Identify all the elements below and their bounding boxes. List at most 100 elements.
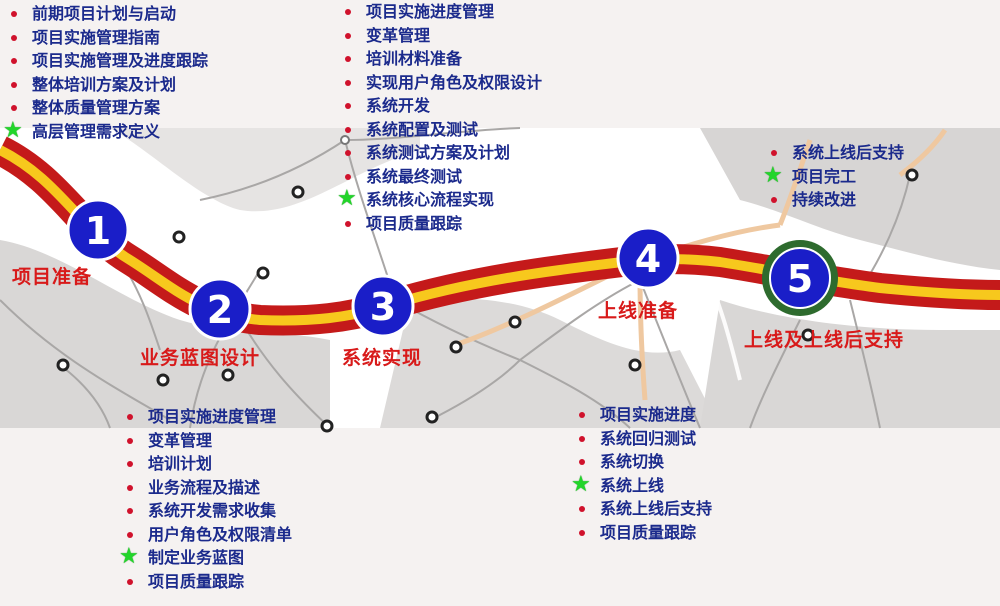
bullet-icon xyxy=(345,173,351,180)
list-item-text: 项目实施管理指南 xyxy=(32,27,161,47)
list-item-text: 项目实施进度管理 xyxy=(148,407,277,426)
list-item: 业务流程及描述 xyxy=(122,476,292,500)
list-item-text: 系统切换 xyxy=(600,452,665,471)
bullet-icon xyxy=(127,578,133,585)
list-item-text: 系统最终测试 xyxy=(366,166,463,186)
phase1-activity-list: 前期项目计划与启动项目实施管理指南项目实施管理及进度跟踪整体培训方案及计划整体质… xyxy=(3,2,208,144)
list-item: 整体质量管理方案 xyxy=(6,96,208,120)
list-item-text: 变革管理 xyxy=(366,25,431,45)
phase-badge-5: 5 xyxy=(762,240,838,316)
phase5-activity-list: 系统上线后支持 ★ 项目完工持续改进 xyxy=(763,141,904,212)
list-item-text: 高层管理需求定义 xyxy=(32,121,161,141)
star-icon: ★ xyxy=(571,471,591,497)
list-item: 系统开发需求收集 xyxy=(122,499,292,523)
list-item: 培训材料准备 xyxy=(340,47,542,71)
bullet-icon xyxy=(11,105,17,111)
phase3-activity-list: 项目实施进度管理变革管理培训材料准备实现用户角色及权限设计系统开发系统配置及测试… xyxy=(337,0,543,236)
phase-label-4: 上线准备 xyxy=(598,300,679,322)
phase-label-3: 系统实现 xyxy=(342,347,423,369)
list-item: 项目质量跟踪 xyxy=(340,212,542,236)
list-item: 项目实施管理指南 xyxy=(6,26,208,50)
phase4-activity-list: 项目实施进度系统回归测试系统切换 ★ 系统上线系统上线后支持项目质量跟踪 xyxy=(571,403,712,545)
list-item-text: 项目质量跟踪 xyxy=(148,571,245,591)
list-item-text: 整体质量管理方案 xyxy=(32,98,161,117)
bullet-icon xyxy=(345,150,351,156)
list-item: ★ 系统上线 xyxy=(571,471,712,498)
star-icon: ★ xyxy=(763,162,783,188)
bullet-icon xyxy=(127,484,133,491)
bullet-icon xyxy=(579,412,585,418)
bullet-icon xyxy=(11,11,17,17)
list-item: 项目实施进度管理 xyxy=(122,405,292,429)
list-item: 系统回归测试 xyxy=(574,427,712,451)
bullet-icon xyxy=(345,9,351,15)
list-item-text: 变革管理 xyxy=(148,430,213,450)
list-item: 系统上线后支持 xyxy=(574,497,712,521)
star-icon: ★ xyxy=(337,186,357,211)
list-item: 系统测试方案及计划 xyxy=(340,141,542,165)
list-item-text: 项目实施进度管理 xyxy=(366,2,495,21)
list-item-text: 实现用户角色及权限设计 xyxy=(366,72,543,92)
list-item: 系统切换 xyxy=(574,450,712,474)
list-item-text: 系统核心流程实现 xyxy=(366,190,495,209)
bullet-icon xyxy=(345,126,351,133)
phase-badge-1: 1 xyxy=(66,198,130,262)
bullet-icon xyxy=(345,79,351,86)
list-item: 项目质量跟踪 xyxy=(574,521,712,545)
list-item-text: 系统开发需求收集 xyxy=(148,501,277,520)
bullet-icon xyxy=(127,414,133,420)
bullet-icon xyxy=(11,81,17,88)
list-item-text: 系统上线后支持 xyxy=(600,499,713,518)
list-item-text: 项目实施进度 xyxy=(600,405,697,424)
bullet-icon xyxy=(579,529,585,536)
list-item-text: 培训材料准备 xyxy=(366,49,463,68)
phase-number-3: 3 xyxy=(370,285,396,329)
list-item-text: 项目完工 xyxy=(792,166,857,186)
list-item: 项目实施进度 xyxy=(574,403,712,427)
list-item-text: 系统配置及测试 xyxy=(366,119,479,139)
bullet-icon xyxy=(771,150,777,156)
list-item: ★制定业务蓝图 xyxy=(119,544,292,570)
bullet-icon xyxy=(345,220,351,227)
junction-dots xyxy=(56,168,919,433)
bullet-icon xyxy=(579,435,585,442)
list-item-text: 持续改进 xyxy=(792,190,857,209)
bullet-icon xyxy=(11,58,17,64)
list-item: 系统上线后支持 xyxy=(766,141,904,165)
phase-label-1: 项目准备 xyxy=(12,266,93,288)
bullet-icon xyxy=(579,506,585,512)
list-item-text: 系统开发 xyxy=(366,96,431,115)
list-item: 项目实施管理及进度跟踪 xyxy=(6,49,208,73)
phase-badge-2: 2 xyxy=(188,277,252,341)
list-item: 用户角色及权限清单 xyxy=(122,523,292,547)
list-item-text: 系统测试方案及计划 xyxy=(366,143,511,162)
list-item: ★高层管理需求定义 xyxy=(3,118,208,144)
bullet-icon xyxy=(345,56,351,62)
phase-badge-3: 3 xyxy=(351,274,415,338)
list-item-text: 系统上线后支持 xyxy=(792,143,905,162)
list-item: 项目质量跟踪 xyxy=(122,570,292,594)
bullet-icon xyxy=(771,197,777,203)
bullet-icon xyxy=(345,103,351,109)
phase-label-2: 业务蓝图设计 xyxy=(140,347,261,369)
bullet-icon xyxy=(127,437,133,444)
list-item-text: 系统上线 xyxy=(600,475,665,495)
list-item-text: 用户角色及权限清单 xyxy=(148,524,293,544)
phase-number-2: 2 xyxy=(207,288,233,332)
map-terrain xyxy=(0,128,1000,428)
list-item-text: 项目质量跟踪 xyxy=(366,213,463,233)
phase-badge-4: 4 xyxy=(616,226,680,290)
phase-number-5: 5 xyxy=(787,257,813,301)
bullet-icon xyxy=(345,32,351,39)
list-item: ★ 项目完工 xyxy=(763,162,904,189)
list-item: 前期项目计划与启动 xyxy=(6,2,208,26)
list-item-text: 前期项目计划与启动 xyxy=(32,4,177,23)
list-item: 持续改进 xyxy=(766,188,904,212)
list-item: 系统最终测试 xyxy=(340,165,542,189)
bullet-icon xyxy=(11,34,17,41)
bullet-icon xyxy=(127,508,133,514)
list-item: 变革管理 xyxy=(122,429,292,453)
star-icon: ★ xyxy=(119,544,139,569)
phase-number-4: 4 xyxy=(635,237,661,281)
